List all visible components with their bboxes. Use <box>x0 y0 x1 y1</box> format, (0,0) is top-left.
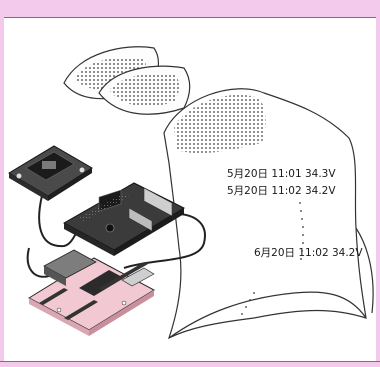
log-line-3: 6月20日 11:02 34.2V <box>254 245 363 260</box>
log-line-2: 5月20日 11:02 34.2V <box>227 183 336 198</box>
raspberry-pi-icon <box>64 183 184 256</box>
right-frame-bar <box>376 17 380 362</box>
top-frame-bar <box>0 0 380 18</box>
sensor-board-icon <box>9 146 92 201</box>
log-line-1: 5月20日 11:01 34.3V <box>227 166 336 181</box>
arduino-board-icon <box>29 250 154 336</box>
